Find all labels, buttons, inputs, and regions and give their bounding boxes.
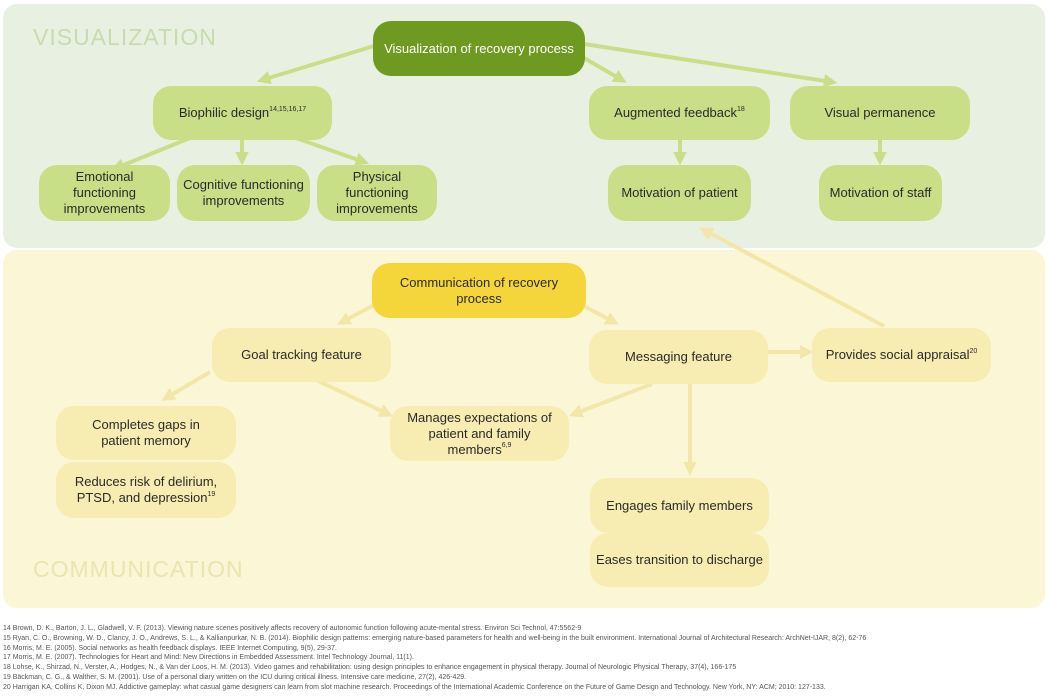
arrow-social-to-motivation-patient [699, 227, 885, 328]
arrow-com-to-messaging [579, 302, 619, 325]
motivation-of-staff-node: Motivation of staff [819, 165, 942, 221]
arrow-goal-to-expectations [311, 376, 393, 417]
reference-item: 19 Bäckman, C. G., & Walther, S. M. (200… [3, 673, 467, 681]
reduces-delirium-node: Reduces risk of delirium,PTSD, and depre… [56, 462, 236, 518]
arrow-messaging-to-expectations [568, 382, 653, 418]
visualization-section-title: VISUALIZATION [33, 24, 217, 50]
social-appraisal-refs: 20 [969, 347, 978, 355]
messaging-feature-label: Messaging feature [625, 349, 732, 364]
reference-item: 17 Morris, M. E. (2007). Technologies fo… [3, 654, 414, 662]
arrow-vis-to-biophilic [256, 44, 375, 85]
manages-expectations-refs: 6,9 [501, 442, 512, 450]
reference-item: 16 Morris, M. E. (2005). Social networks… [3, 644, 337, 652]
biophilic-design-label: Biophilic design14,15,16,17 [178, 105, 307, 120]
engages-family-node: Engages family members [590, 478, 769, 533]
social-appraisal-label: Provides social appraisal20 [825, 347, 978, 362]
communication-section-title: COMMUNICATION [33, 556, 244, 582]
motivation-of-patient-label: Motivation of patient [621, 185, 738, 200]
reference-item: 15 Ryan, C. O., Browning, W. D., Clancy,… [3, 634, 867, 642]
goal-tracking-node: Goal tracking feature [212, 328, 391, 382]
visualization-root-node: Visualization of recovery process [373, 21, 585, 76]
messaging-feature-node: Messaging feature [589, 330, 768, 384]
augmented-feedback-node: Augmented feedback18 [589, 86, 770, 140]
communication-root-node: Communication of recovery process [372, 263, 586, 318]
reference-item: 14 Brown, D. K., Barton, J. L., Gladwell… [3, 625, 582, 632]
arrow-vis-to-visual-permanence [583, 42, 838, 88]
social-appraisal-node: Provides social appraisal20 [812, 328, 991, 382]
visual-permanence-label: Visual permanence [824, 105, 936, 120]
biophilic-design-node: Biophilic design14,15,16,17 [153, 86, 332, 140]
arrow-vis-to-augmented [582, 56, 627, 83]
arrow-goal-to-gaps [161, 370, 212, 401]
reduces-delirium-label: Reduces risk of delirium,PTSD, and depre… [74, 474, 218, 505]
eases-transition-node: Eases transition to discharge [590, 533, 769, 587]
augmented-feedback-refs: 18 [737, 105, 745, 113]
biophilic-design-refs: 14,15,16,17 [269, 105, 307, 113]
engages-family-label: Engages family members [606, 497, 753, 513]
arrow-biophilic-to-physical [295, 136, 370, 166]
reference-item: 18 Lohse, K., Shirzad, N., Verster, A., … [3, 664, 737, 672]
reference-item: 20 Harrigan KA, Collins K, Dixon MJ. Add… [3, 683, 826, 691]
visualization-root-label: Visualization of recovery process [384, 40, 574, 56]
visual-permanence-node: Visual permanence [790, 86, 970, 140]
motivation-of-patient-node: Motivation of patient [608, 165, 751, 221]
reduces-delirium-refs: 19 [207, 490, 216, 498]
arrow-biophilic-to-emotional [110, 136, 191, 172]
goal-tracking-label: Goal tracking feature [241, 347, 362, 362]
eases-transition-label: Eases transition to discharge [596, 552, 763, 567]
references-list: 14 Brown, D. K., Barton, J. L., Gladwell… [3, 624, 1045, 693]
motivation-of-staff-label: Motivation of staff [829, 185, 932, 200]
augmented-feedback-label: Augmented feedback18 [614, 105, 745, 120]
communication-root-label: Communication of recovery process [399, 274, 559, 306]
